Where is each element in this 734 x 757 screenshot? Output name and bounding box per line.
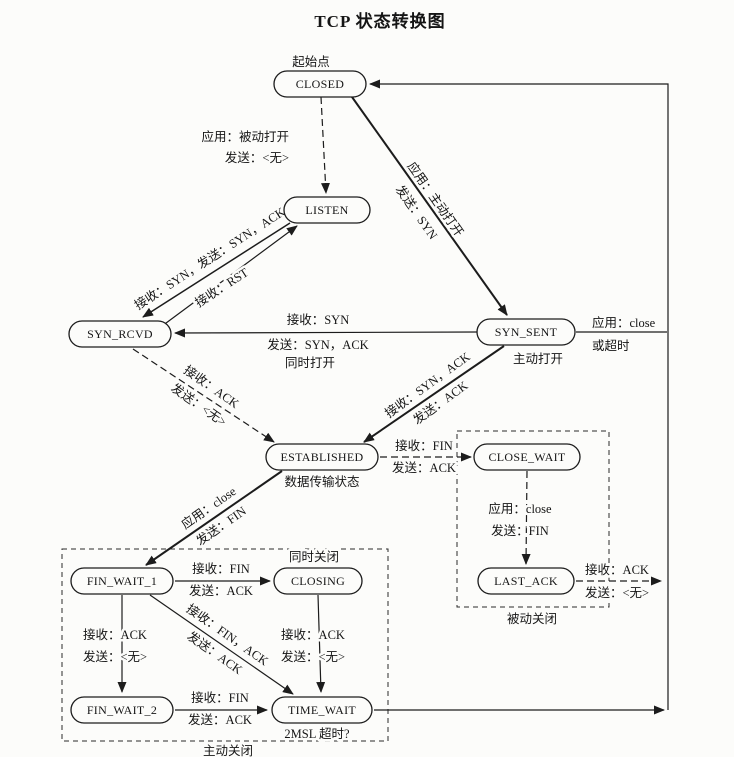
edge-label: 接收：FIN <box>395 438 453 453</box>
state-established-label: ESTABLISHED <box>280 450 363 464</box>
edge-label: 接收：SYN <box>287 312 350 327</box>
edge-label: 或超时 <box>592 338 630 353</box>
edge-label: 接收：FIN <box>191 690 249 705</box>
note-active-close: 主动关闭 <box>203 744 253 757</box>
state-last-ack-label: LAST_ACK <box>494 574 558 588</box>
edge-closed-to-listen <box>320 96 330 194</box>
state-fin-wait-1: FIN_WAIT_1 <box>70 567 174 595</box>
page-title: TCP 状态转换图 <box>314 11 445 31</box>
note-passive-close: 被动关闭 <box>507 612 557 626</box>
state-fin-wait-1-label: FIN_WAIT_1 <box>87 574 157 588</box>
note-simultaneous-close: 同时关闭 <box>289 550 339 564</box>
edge-syn-sent-to-syn-rcvd <box>174 328 478 338</box>
edge-label: 应用：被动打开 <box>201 129 289 144</box>
note-simultaneous-open: 同时打开 <box>285 356 335 370</box>
edge-label: 发送：ACK <box>188 712 252 727</box>
state-established: ESTABLISHED <box>265 443 379 471</box>
edge-listen-to-syn-rcvd <box>142 222 291 318</box>
state-syn-rcvd: SYN_RCVD <box>68 320 172 348</box>
edge-syn-sent-to-established <box>363 345 505 443</box>
edge-label: 发送：ACK <box>189 583 253 598</box>
edge-close-wait-to-last-ack <box>521 470 531 565</box>
state-syn-sent-label: SYN_SENT <box>495 325 558 339</box>
state-last-ack: LAST_ACK <box>477 567 575 595</box>
state-listen-shape <box>283 196 371 224</box>
edge-syn-rcvd-to-established <box>132 348 275 443</box>
note-data-transfer: 数据传输状态 <box>284 474 359 489</box>
state-last-ack-shape <box>477 567 575 595</box>
state-fin-wait-2-label: FIN_WAIT_2 <box>87 703 157 717</box>
edge-label: 应用：close <box>592 315 656 330</box>
state-close-wait: CLOSE_WAIT <box>473 443 581 471</box>
state-listen-label: LISTEN <box>305 203 348 217</box>
edge-closing-to-time-wait <box>316 594 326 693</box>
edge-label: 接收：ACK <box>585 562 649 577</box>
edge-label: 发送：SYN，ACK <box>267 337 368 352</box>
state-closing-shape <box>273 567 363 595</box>
state-close-wait-label: CLOSE_WAIT <box>489 450 566 464</box>
state-closed: CLOSED <box>273 70 367 98</box>
edge-right-rail-to-closed <box>369 79 669 710</box>
edge-label: 接收：FIN <box>192 561 250 576</box>
state-listen: LISTEN <box>283 196 371 224</box>
edge-label: 接收：ACK <box>83 627 147 642</box>
note-start-point: 起始点 <box>292 55 330 69</box>
note-2msl-timeout: 2MSL 超时? <box>284 726 350 741</box>
state-time-wait: TIME_WAIT <box>271 696 373 724</box>
state-closed-label: CLOSED <box>296 77 345 91</box>
edge-label: 发送：ACK <box>392 460 456 475</box>
edge-syn-rcvd-to-listen <box>157 225 298 330</box>
state-fin-wait-1-shape <box>70 567 174 595</box>
state-fin-wait-2: FIN_WAIT_2 <box>70 696 174 724</box>
edge-label: 发送：<无> <box>225 150 289 165</box>
note-active-open: 主动打开 <box>513 352 563 366</box>
edge-label: 发送：<无> <box>281 649 345 664</box>
state-fin-wait-2-shape <box>70 696 174 724</box>
group-passive-close-box <box>456 430 610 608</box>
state-syn-sent-shape <box>476 318 576 346</box>
edge-label: 接收：ACK <box>281 627 345 642</box>
state-time-wait-shape <box>271 696 373 724</box>
edge-established-to-fin-wait-1 <box>145 470 283 566</box>
state-time-wait-label: TIME_WAIT <box>288 703 356 717</box>
edge-label: 发送：FIN <box>491 523 549 538</box>
edge-closed-to-syn-sent <box>351 96 508 316</box>
state-syn-rcvd-label: SYN_RCVD <box>87 327 153 341</box>
edge-fin-wait-1-to-time-wait <box>149 594 294 695</box>
state-closing: CLOSING <box>273 567 363 595</box>
state-syn-sent: SYN_SENT <box>476 318 576 346</box>
state-syn-rcvd-shape <box>68 320 172 348</box>
group-active-close-box <box>61 548 389 742</box>
state-established-shape <box>265 443 379 471</box>
edge-label: 发送：<无> <box>585 585 649 600</box>
state-closed-shape <box>273 70 367 98</box>
edge-label: 发送：<无> <box>83 649 147 664</box>
state-close-wait-shape <box>473 443 581 471</box>
state-closing-label: CLOSING <box>291 574 345 588</box>
edge-label: 应用：close <box>488 501 552 516</box>
